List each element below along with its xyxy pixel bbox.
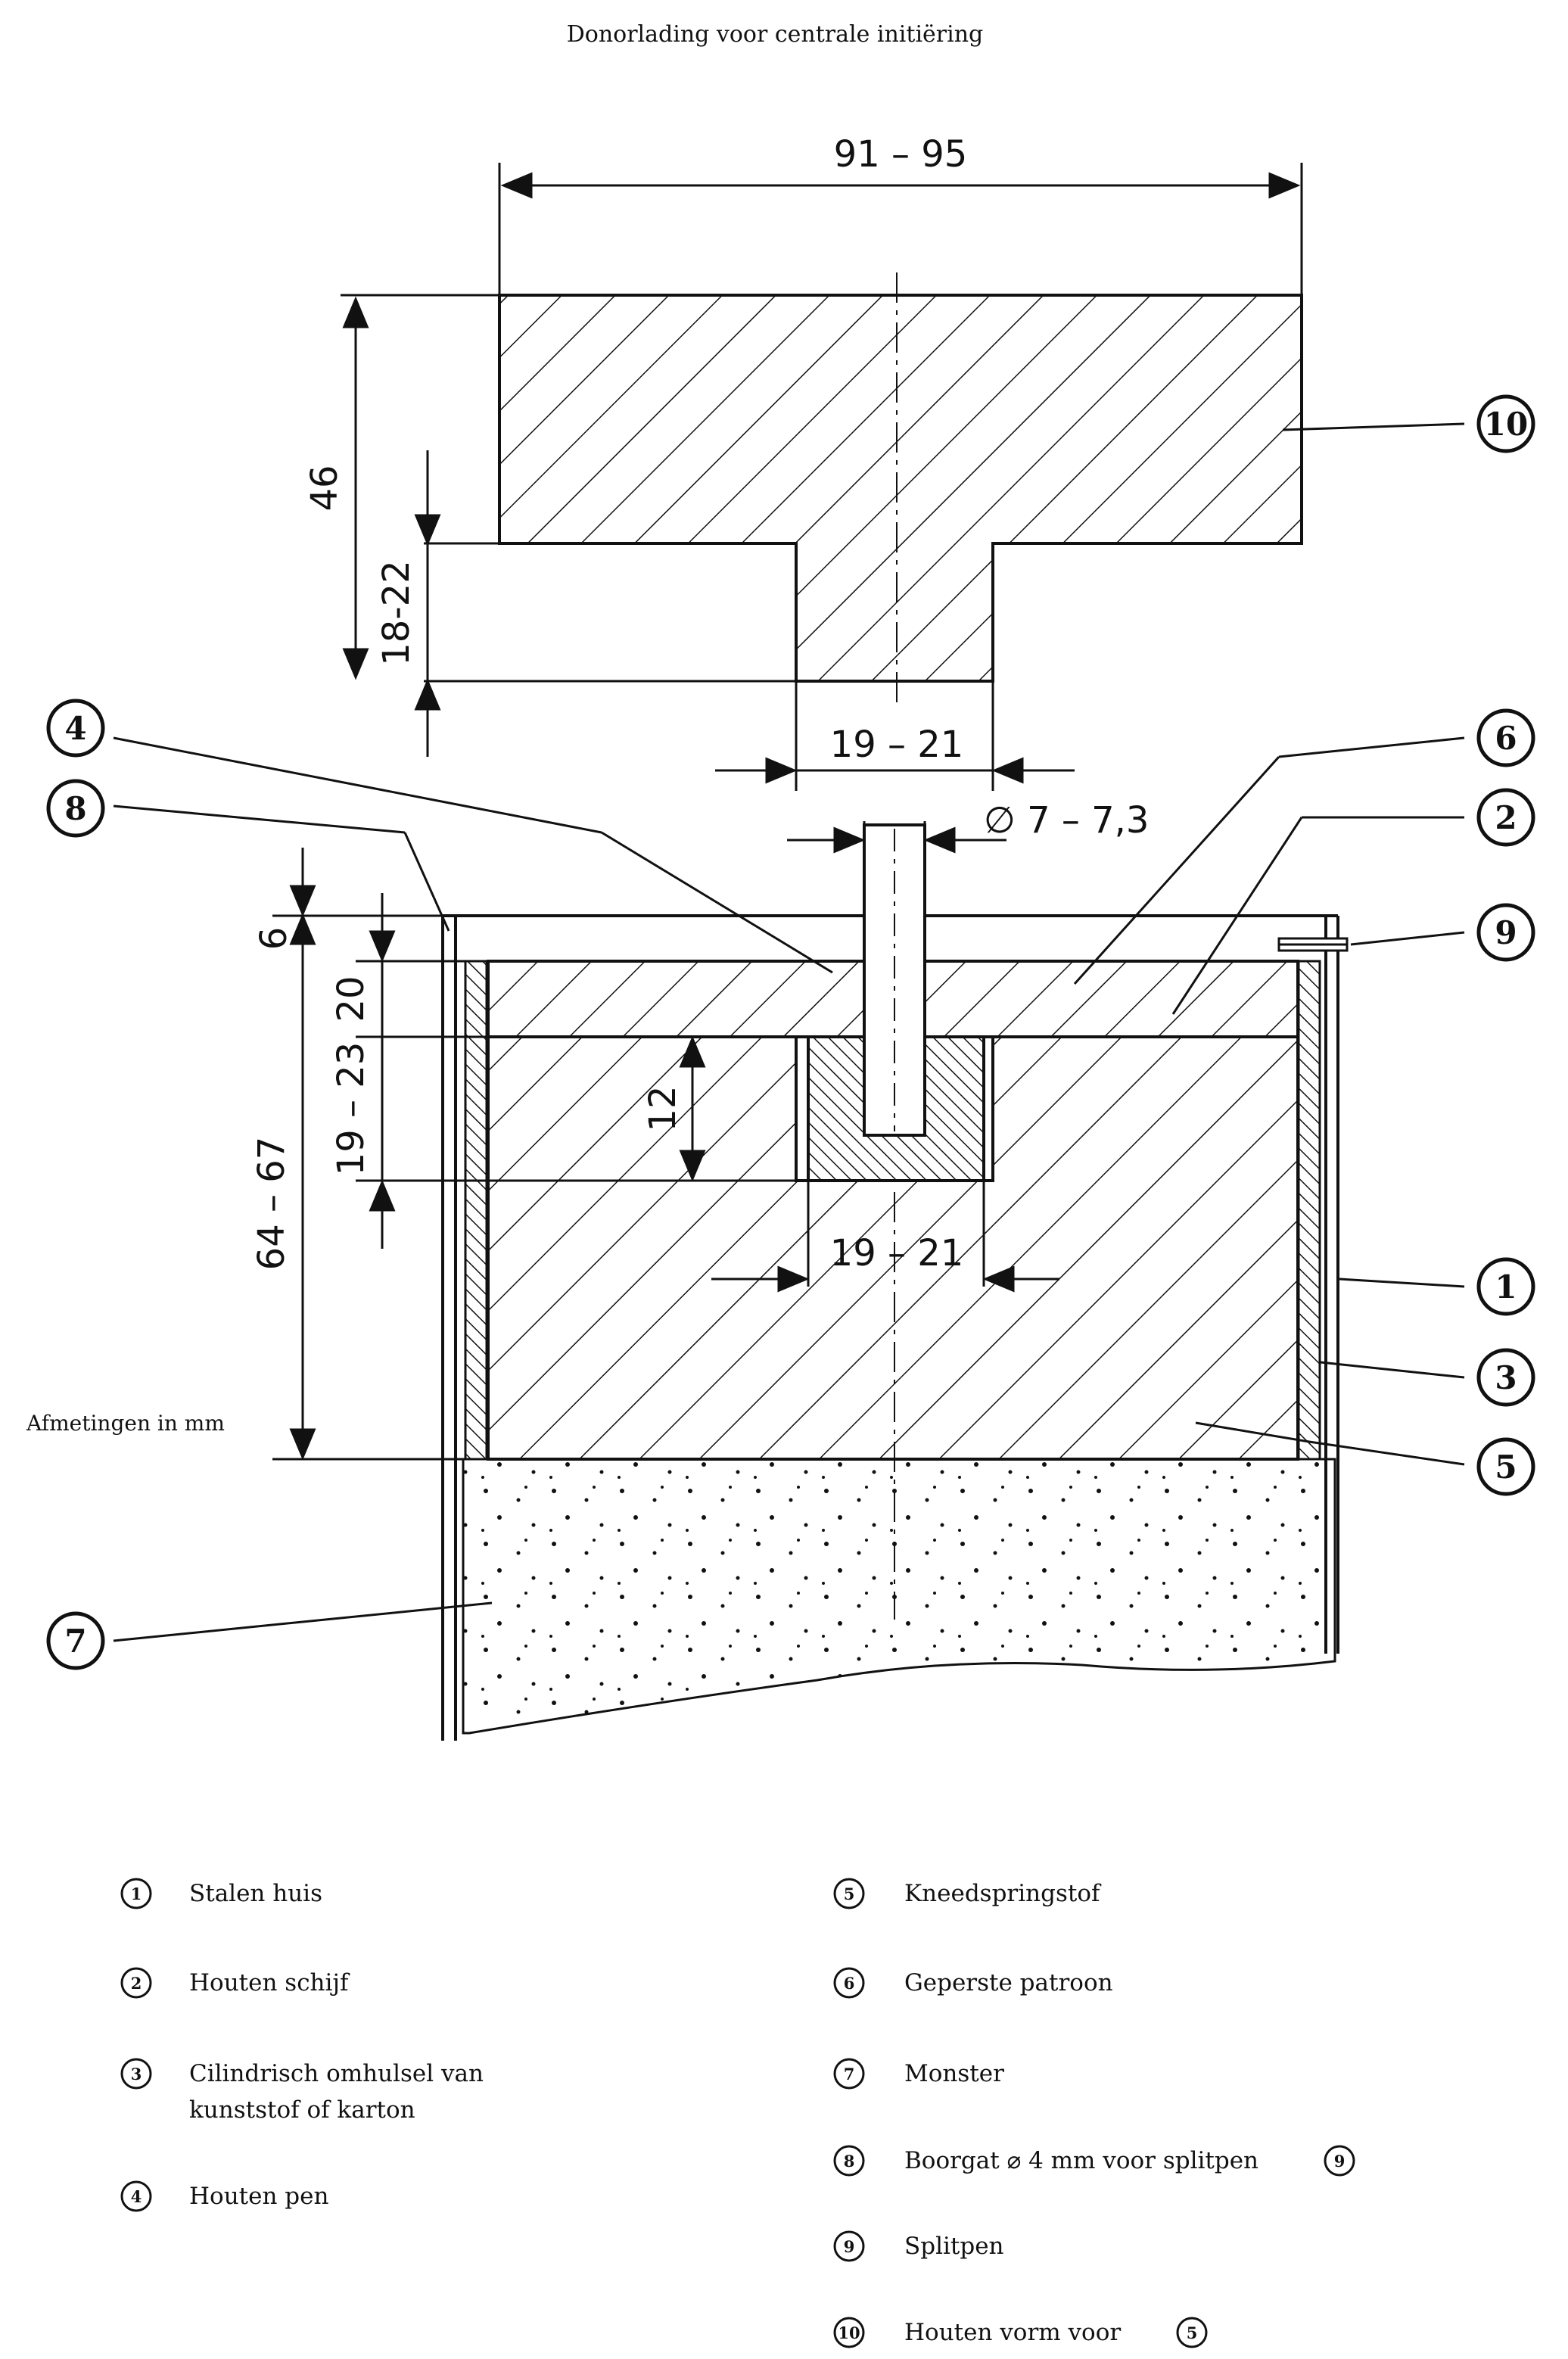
svg-text:10: 10 (1484, 406, 1528, 443)
svg-text:Boorgat ⌀ 4 mm voor splitpen: Boorgat ⌀ 4 mm voor splitpen (904, 2147, 1258, 2174)
callout-4: 4 (46, 699, 105, 758)
dim-cartridge-width-label: 19 – 21 (830, 1232, 964, 1274)
callout-leaders (113, 422, 1465, 1642)
dim-form-neck-label: 19 – 21 (830, 724, 964, 766)
dim-hole-depth-label: 12 (642, 1085, 684, 1131)
legend-item-8: 8 Boorgat ⌀ 4 mm voor splitpen 9 (833, 2145, 1355, 2177)
svg-text:Cilindrisch omhulsel van: Cilindrisch omhulsel van (189, 2060, 484, 2087)
dim-pin-diameter-label: ∅ 7 – 7,3 (984, 799, 1149, 842)
wooden-pin (863, 823, 926, 1137)
svg-text:3: 3 (1495, 1359, 1517, 1396)
svg-text:1: 1 (131, 1884, 142, 1903)
svg-text:Geperste patroon: Geperste patroon (904, 1969, 1113, 1996)
svg-text:kunststof of karton: kunststof of karton (189, 2096, 415, 2124)
svg-text:9: 9 (844, 2237, 855, 2256)
legend-item-10: 10 Houten vorm voor 5 (833, 2317, 1208, 2348)
dim-form-height (341, 294, 499, 680)
dim-form-neck (715, 681, 1075, 791)
dim-form-width-label: 91 – 95 (834, 133, 968, 176)
legend-item-9: 9 Splitpen (833, 2230, 1004, 2262)
svg-text:5: 5 (1495, 1449, 1517, 1486)
legend: 1 Stalen huis 2 Houten schijf 3 Cilindri… (120, 1878, 1355, 2348)
svg-text:Houten schijf: Houten schijf (189, 1969, 350, 1996)
callout-10: 10 (1476, 394, 1535, 453)
svg-text:6: 6 (844, 1974, 855, 1993)
svg-text:Kneedspringstof: Kneedspringstof (904, 1880, 1102, 1907)
svg-text:Houten vorm voor: Houten vorm voor (904, 2319, 1121, 2346)
callout-2: 2 (1476, 788, 1535, 847)
dim-disc-label: 20 (330, 976, 372, 1022)
svg-text:8: 8 (844, 2152, 855, 2171)
svg-text:9: 9 (1495, 914, 1517, 951)
callout-3: 3 (1476, 1348, 1535, 1407)
dim-top-gap-label: 6 (253, 927, 295, 951)
svg-text:5: 5 (1187, 2323, 1198, 2342)
dim-form-step-label: 18-22 (375, 560, 418, 665)
svg-text:Monster: Monster (904, 2060, 1004, 2087)
dim-cartridge-height-label: 19 – 23 (330, 1042, 372, 1176)
callout-6: 6 (1476, 708, 1535, 767)
legend-item-3: 3 Cilindrisch omhulsel van kunststof of … (120, 2058, 484, 2124)
wooden-form (498, 294, 1303, 683)
svg-text:7: 7 (844, 2065, 855, 2084)
callout-1: 1 (1476, 1257, 1535, 1316)
legend-item-4: 4 Houten pen (120, 2180, 328, 2212)
svg-text:5: 5 (844, 1884, 855, 1903)
cylindrical-sleeve (464, 960, 1321, 1461)
dim-cartridge-width (711, 1181, 1059, 1293)
svg-text:6: 6 (1495, 720, 1517, 757)
dim-form-width (498, 163, 1303, 295)
dim-form-height-label: 46 (303, 465, 346, 511)
svg-text:9: 9 (1334, 2152, 1346, 2171)
callout-5: 5 (1476, 1437, 1535, 1496)
legend-item-2: 2 Houten schijf (120, 1967, 350, 1999)
callout-7: 7 (46, 1611, 105, 1670)
svg-text:Stalen huis: Stalen huis (189, 1880, 322, 1907)
legend-item-1: 1 Stalen huis (120, 1878, 322, 1909)
svg-text:1: 1 (1495, 1268, 1517, 1306)
units-note: Afmetingen in mm (26, 1411, 225, 1436)
split-pin (1277, 937, 1349, 952)
svg-text:4: 4 (131, 2187, 142, 2206)
callout-8: 8 (46, 779, 105, 838)
svg-text:4: 4 (64, 710, 86, 747)
legend-item-5: 5 Kneedspringstof (833, 1878, 1102, 1909)
diagram-title: Donorlading voor centrale initiëring (567, 21, 984, 48)
svg-text:2: 2 (1495, 799, 1517, 836)
dim-housing-height-label: 64 – 67 (250, 1137, 293, 1271)
sample-body (462, 1458, 1336, 1735)
svg-text:2: 2 (131, 1974, 142, 1993)
legend-item-6: 6 Geperste patroon (833, 1967, 1113, 1999)
callout-9: 9 (1476, 903, 1535, 962)
svg-text:Houten pen: Houten pen (189, 2183, 328, 2210)
svg-text:Splitpen: Splitpen (904, 2233, 1004, 2260)
dim-lower-extensions (272, 914, 796, 1461)
svg-text:10: 10 (838, 2323, 860, 2342)
svg-text:3: 3 (131, 2065, 142, 2084)
legend-item-7: 7 Monster (833, 2058, 1004, 2090)
svg-text:8: 8 (64, 790, 86, 827)
svg-text:7: 7 (64, 1623, 86, 1660)
